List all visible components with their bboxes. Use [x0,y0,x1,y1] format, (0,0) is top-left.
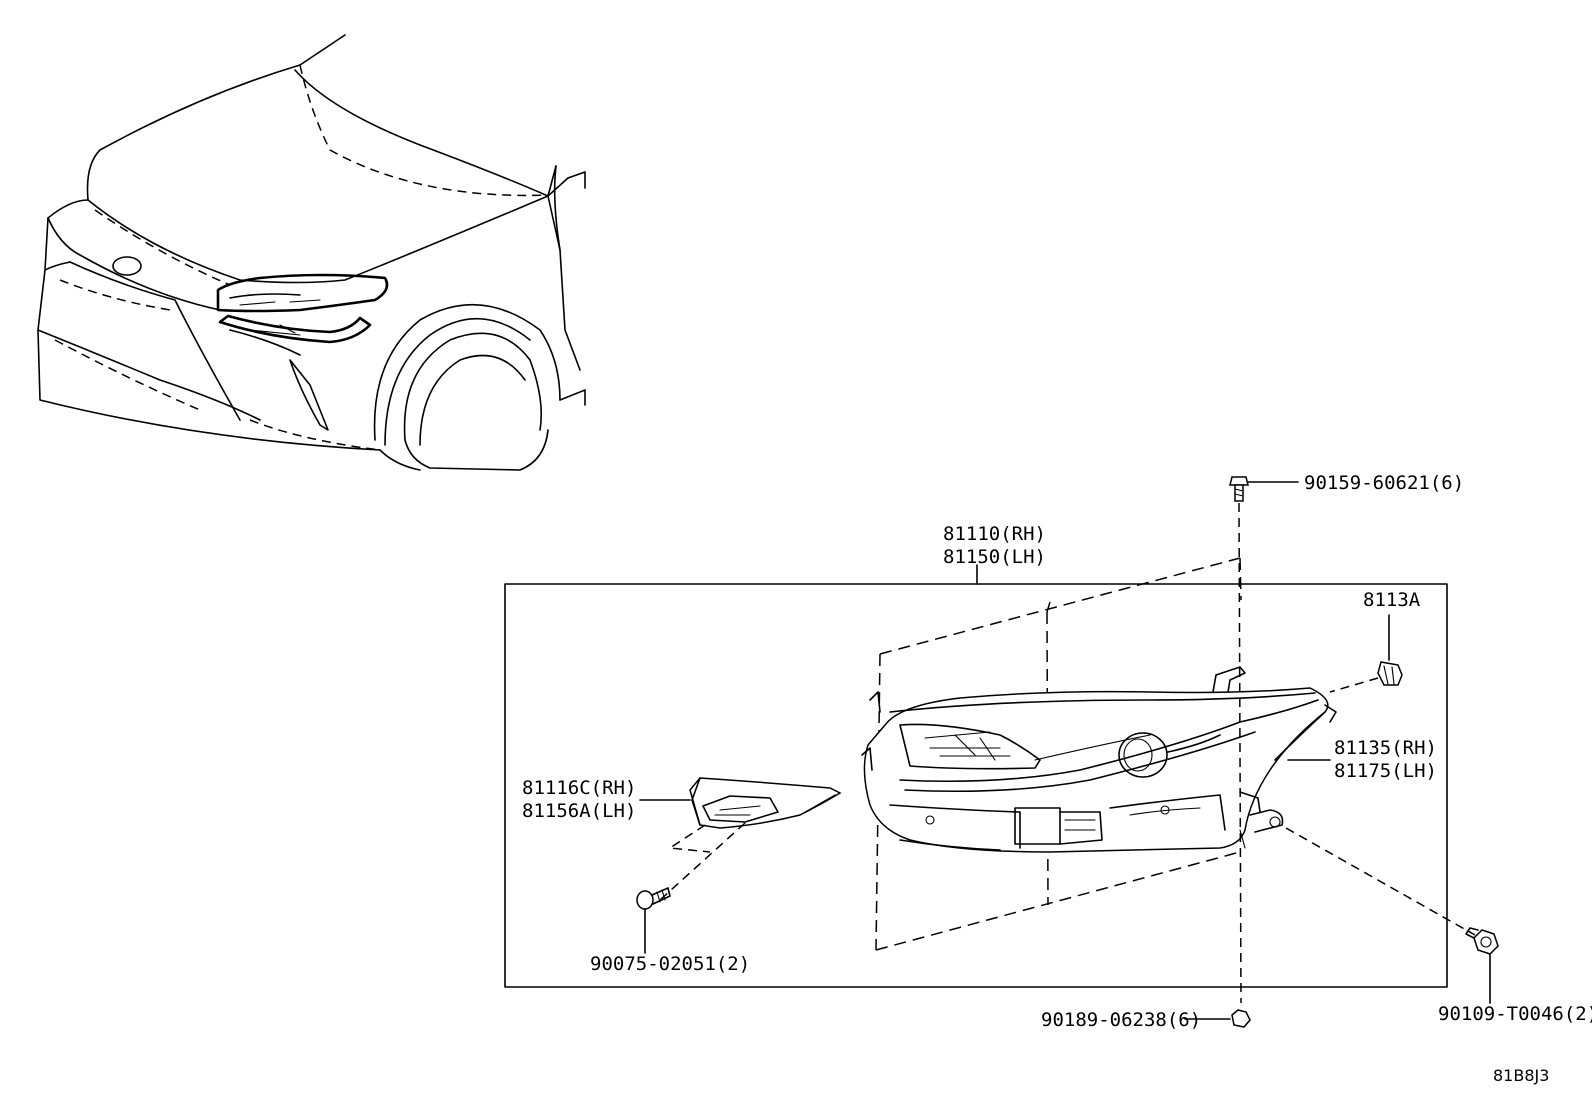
top-bolt-label: 90159-60621(6) [1304,472,1464,494]
bracket-label-lh: 81175(LH) [1334,760,1437,782]
bottom-bolt-label: 90189-06238(6) [1041,1009,1201,1031]
clip-label: 8113A [1363,589,1421,611]
headlamp-assembly-box: 81110(RH) 81150(LH) [504,523,1448,988]
screw-part: 90075-02051(2) [590,887,750,975]
assembly-label-lh: 81150(LH) [943,546,1046,568]
side-cover-part: 81116C(RH) 81156A(LH) [522,777,842,901]
top-bolt-part: 90159-60621(6) [1229,472,1464,1004]
cover-label-rh: 81116C(RH) [522,777,636,799]
vehicle-front-illustration [37,34,586,471]
nut-part: 90109-T0046(2) [1285,827,1592,1025]
headlamp-unit-drawing [861,557,1337,951]
bracket-label-rh: 81135(RH) [1334,737,1437,759]
diagram-reference-code: 81B8J3 [1493,1066,1549,1085]
bottom-bolt-part: 90189-06238(6) [1041,1009,1251,1031]
cover-label-lh: 81156A(LH) [522,800,636,822]
clip-part: 8113A [1329,589,1421,693]
screw-label: 90075-02051(2) [590,953,750,975]
assembly-label-rh: 81110(RH) [943,523,1046,545]
bracket-part-label-group: 81135(RH) 81175(LH) [1287,737,1437,782]
nut-label: 90109-T0046(2) [1438,1003,1592,1025]
